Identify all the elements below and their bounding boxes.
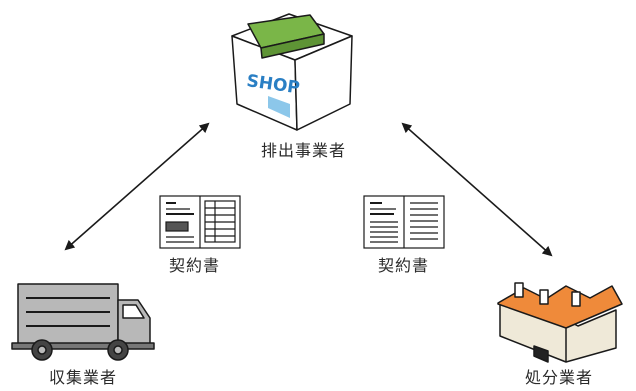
disposal-label: 処分業者 (525, 368, 594, 387)
contract-document-left-icon (159, 195, 241, 249)
generator-label: 排出事業者 (261, 141, 347, 160)
contract-label-left: 契約書 (169, 256, 221, 275)
contract-document-right-icon (363, 195, 445, 249)
arrow-generator-collector (64, 122, 210, 251)
contract-label-right: 契約書 (378, 256, 430, 275)
truck-icon (11, 283, 155, 361)
collector-label: 収集業者 (49, 368, 118, 387)
factory-icon (497, 282, 623, 363)
shop-icon: SHOP (231, 13, 353, 131)
arrow-generator-disposal (401, 122, 553, 257)
